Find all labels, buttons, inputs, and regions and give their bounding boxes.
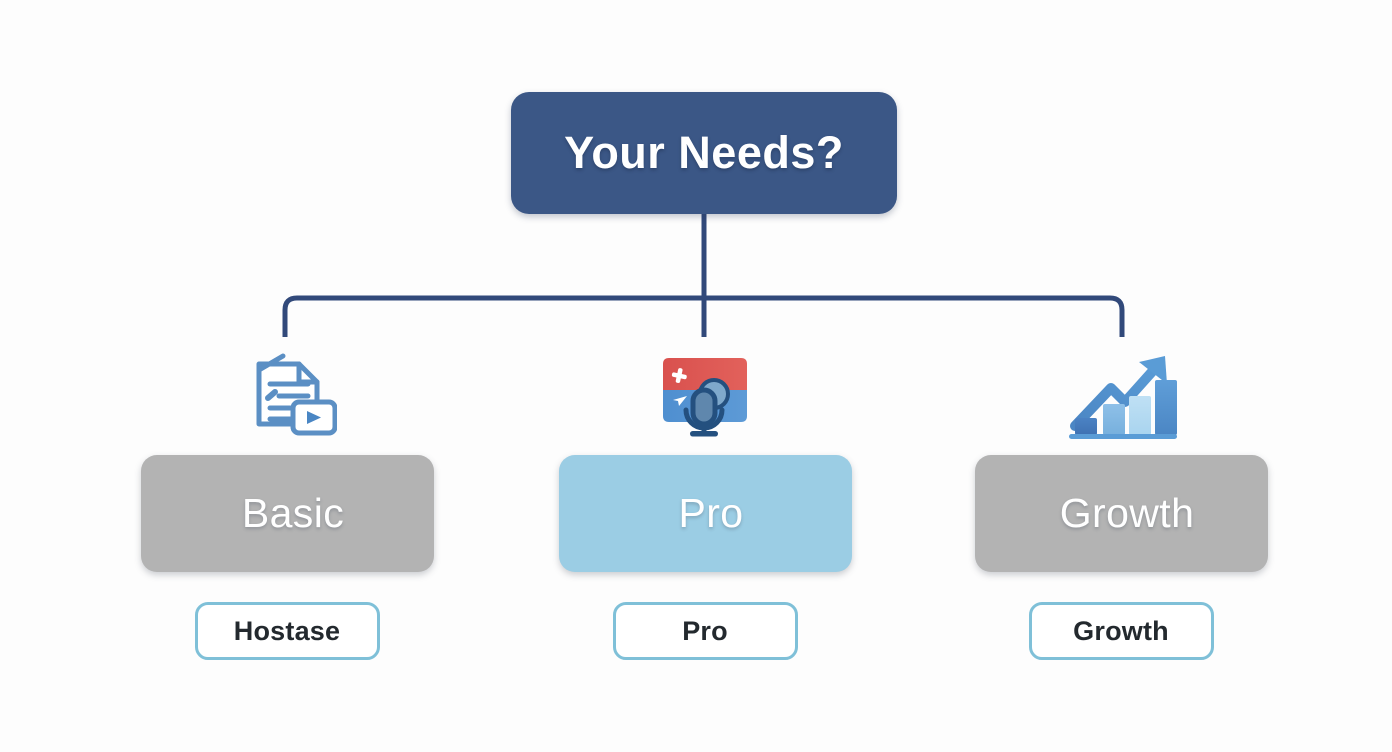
tier-card-label: Pro xyxy=(678,490,744,536)
connector-bus xyxy=(282,295,1125,337)
branch-growth: Growth Growth xyxy=(971,340,1271,660)
root-node-label: Your Needs? xyxy=(564,127,844,178)
tier-card-basic[interactable]: Basic xyxy=(140,455,434,572)
tier-card-label: Basic xyxy=(241,490,345,536)
branch-pro: Pro Pro xyxy=(555,340,855,660)
pill-label: Growth xyxy=(1073,615,1169,646)
microphone-broadcast-icon xyxy=(655,340,755,444)
pill-basic[interactable]: Hostase xyxy=(194,602,380,660)
pill-label: Pro xyxy=(682,615,728,646)
tier-card-growth[interactable]: Growth xyxy=(974,455,1268,572)
tier-card-label: Growth xyxy=(1059,490,1195,536)
root-node[interactable]: Your Needs? xyxy=(511,92,897,214)
document-video-icon xyxy=(237,340,337,444)
pill-growth[interactable]: Growth xyxy=(1028,602,1214,660)
pill-label: Hostase xyxy=(233,615,341,646)
pill-pro[interactable]: Pro xyxy=(612,602,798,660)
tier-card-pro[interactable]: Pro xyxy=(558,455,852,572)
growth-chart-icon xyxy=(1063,340,1179,444)
branch-basic: Basic Hostase xyxy=(137,340,437,660)
